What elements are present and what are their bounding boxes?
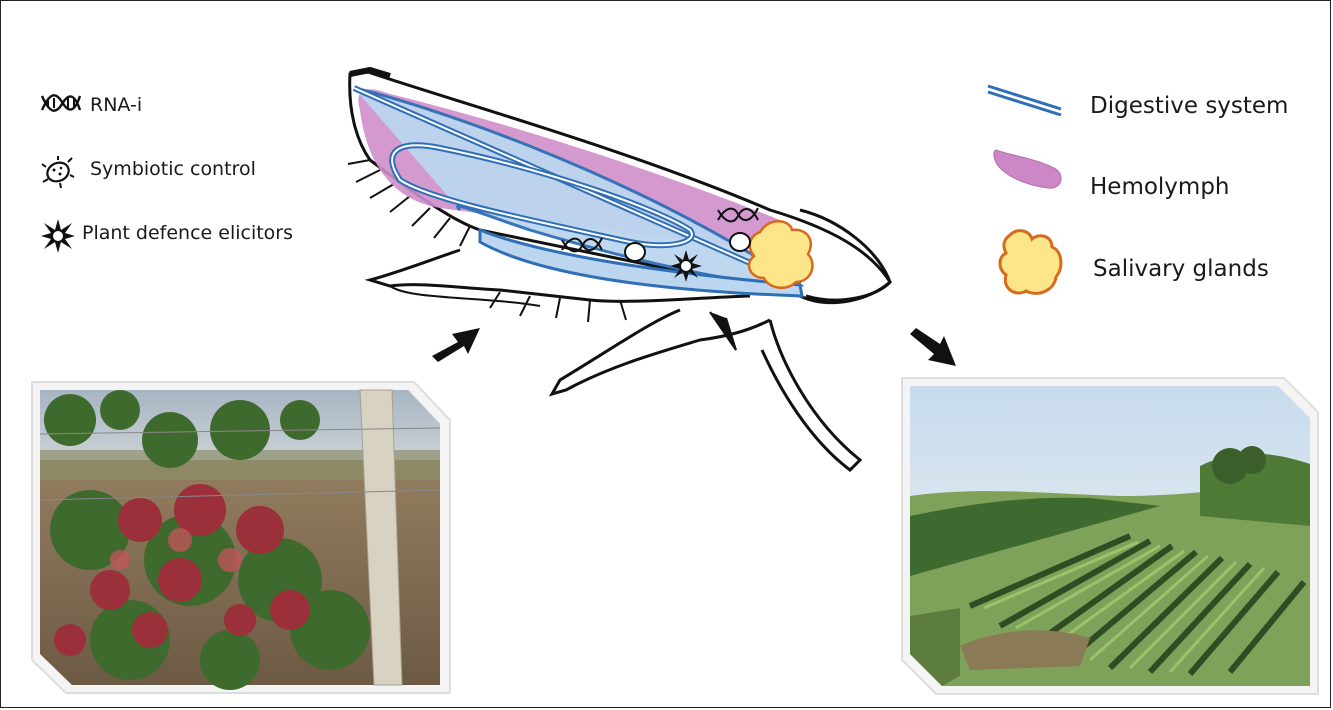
legend-rnai-label: RNA-i: [90, 94, 142, 116]
legend-elicitors-label: Plant defence elicitors: [82, 222, 293, 244]
arrow-up-right-icon: [428, 322, 482, 366]
vineyard-hillside-photo: [900, 376, 1320, 696]
dna-icon: [40, 90, 82, 116]
double-line-icon: [985, 82, 1065, 116]
yellow-blob-icon: [996, 227, 1066, 299]
legend-digestive-label: Digestive system: [1090, 93, 1288, 119]
grapevine-red-leaves-photo: [30, 380, 452, 695]
legend-hemolymph-label: Hemolymph: [1090, 174, 1230, 200]
starburst-icon: [40, 218, 76, 254]
legend-salivary-label: Salivary glands: [1093, 256, 1269, 282]
arrow-down-right-icon: [906, 326, 960, 370]
bacterium-icon: [40, 155, 76, 189]
pink-blob-icon: [992, 146, 1064, 192]
legend-symbiotic-label: Symbiotic control: [90, 158, 256, 180]
